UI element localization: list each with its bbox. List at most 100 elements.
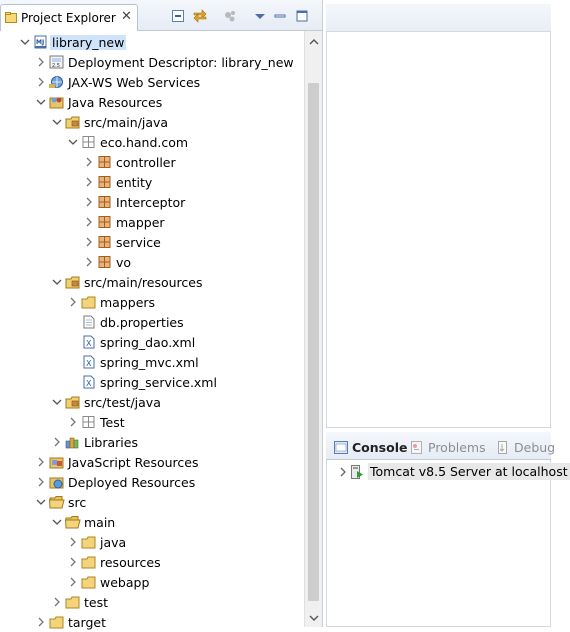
collapsed-chevron-icon[interactable] (84, 196, 94, 207)
tree-item[interactable]: vo (0, 252, 304, 272)
tree-item[interactable]: resources (0, 552, 304, 572)
tree-item[interactable]: Deployed Resources (0, 472, 304, 492)
source-folder-icon (65, 395, 81, 409)
expanded-chevron-icon[interactable] (52, 116, 62, 126)
tree-item[interactable]: src/main/java (0, 112, 304, 132)
collapsed-chevron-icon[interactable] (84, 236, 94, 247)
expanded-chevron-icon[interactable] (52, 516, 62, 526)
server-list-item[interactable]: Tomcat v8.5 Server at localhost (336, 462, 570, 482)
tree-item[interactable]: test (0, 592, 304, 612)
scrollbar-thumb[interactable] (308, 83, 319, 601)
svg-text:X: X (86, 379, 92, 388)
collapsed-chevron-icon[interactable] (68, 296, 78, 307)
tree-item[interactable]: eco.hand.com (0, 132, 304, 152)
expanded-chevron-icon[interactable] (36, 96, 46, 106)
tree-item-label: spring_mvc.xml (100, 355, 199, 370)
collapsed-chevron-icon[interactable] (36, 56, 46, 67)
tree-item[interactable]: controller (0, 152, 304, 172)
tree-item[interactable]: mapper (0, 212, 304, 232)
tree-item[interactable]: src/test/java (0, 392, 304, 412)
scroll-up-icon[interactable] (309, 37, 319, 47)
collapsed-chevron-icon[interactable] (84, 216, 94, 227)
tree-item[interactable]: service (0, 232, 304, 252)
tree-item[interactable]: entity (0, 172, 304, 192)
expanded-chevron-icon[interactable] (20, 36, 30, 46)
tree-item-label: spring_dao.xml (100, 335, 196, 350)
maximize-icon[interactable] (294, 8, 310, 24)
tree-item-label: service (116, 235, 161, 250)
filter-icon[interactable] (222, 8, 238, 24)
collapsed-chevron-icon[interactable] (68, 576, 78, 587)
tree-item-label: JAX-WS Web Services (68, 75, 201, 90)
collapsed-chevron-icon[interactable] (52, 436, 62, 447)
collapsed-chevron-icon[interactable] (68, 536, 78, 547)
debug-icon (498, 441, 507, 454)
tree-item[interactable]: webapp (0, 572, 304, 592)
expanded-chevron-icon[interactable] (52, 276, 62, 286)
collapsed-chevron-icon[interactable] (84, 156, 94, 167)
expand-chevron-icon[interactable] (338, 467, 348, 477)
tree-item[interactable]: src (0, 492, 304, 512)
tree-item[interactable]: Interceptor (0, 192, 304, 212)
link-with-editor-icon[interactable] (192, 8, 208, 24)
collapsed-chevron-icon[interactable] (84, 176, 94, 187)
tab-problems[interactable]: Problems (410, 440, 486, 455)
tree-item[interactable]: src/main/resources (0, 272, 304, 292)
folder-icon (81, 295, 97, 309)
tree-item-label: src/test/java (84, 395, 161, 410)
expanded-chevron-icon[interactable] (52, 396, 62, 406)
tree-vertical-scrollbar[interactable] (304, 31, 322, 627)
tree-item-label: webapp (100, 575, 150, 590)
tree-item-label: src/main/java (84, 115, 169, 130)
tree-item[interactable]: JAX-WS Web Services (0, 72, 304, 92)
folder-icon (81, 575, 97, 589)
expanded-chevron-icon[interactable] (68, 136, 78, 146)
collapsed-chevron-icon[interactable] (84, 256, 94, 267)
tree-item[interactable]: java (0, 532, 304, 552)
close-icon[interactable]: ✕ (121, 9, 132, 24)
tree-item-label: eco.hand.com (100, 135, 189, 150)
collapsed-chevron-icon[interactable] (36, 456, 46, 467)
tree-item[interactable]: mappers (0, 292, 304, 312)
collapsed-chevron-icon[interactable] (36, 76, 46, 87)
server-icon (351, 465, 363, 479)
expanded-chevron-icon[interactable] (36, 496, 46, 506)
tree-item[interactable]: JavaScript Resources (0, 452, 304, 472)
explorer-tab-bar: Project Explorer ✕ (0, 0, 322, 31)
collapse-all-icon[interactable] (170, 8, 186, 24)
package-icon (97, 175, 113, 189)
folder-icon (49, 615, 65, 629)
tab-project-explorer[interactable]: Project Explorer ✕ (0, 4, 138, 31)
tree-item[interactable]: db.properties (0, 312, 304, 332)
tree-item-label: Libraries (84, 435, 138, 450)
minimize-icon[interactable] (272, 8, 288, 24)
collapsed-chevron-icon[interactable] (52, 596, 62, 607)
tab-title: Project Explorer (21, 11, 116, 25)
project-explorer-icon (5, 12, 17, 23)
collapsed-chevron-icon[interactable] (68, 556, 78, 567)
tab-debug[interactable]: Debug (496, 440, 555, 455)
scroll-down-icon[interactable] (309, 613, 319, 623)
folder-open-icon (48, 495, 65, 509)
collapsed-chevron-icon[interactable] (36, 616, 46, 627)
tree-item-label: Java Resources (68, 95, 163, 110)
tree-item[interactable]: main (0, 512, 304, 532)
collapsed-chevron-icon[interactable] (36, 476, 46, 487)
tree-item[interactable]: Java Resources (0, 92, 304, 112)
tree-item[interactable]: Test (0, 412, 304, 432)
tree-item[interactable]: Libraries (0, 432, 304, 452)
javascript-resources-icon (49, 455, 65, 469)
view-menu-icon[interactable] (252, 8, 268, 24)
tab-problems-label: Problems (428, 440, 486, 455)
tree-item[interactable]: target (0, 612, 304, 632)
collapsed-chevron-icon[interactable] (68, 416, 78, 427)
tree-item-label: target (68, 615, 107, 630)
tab-console[interactable]: Console (334, 440, 407, 455)
